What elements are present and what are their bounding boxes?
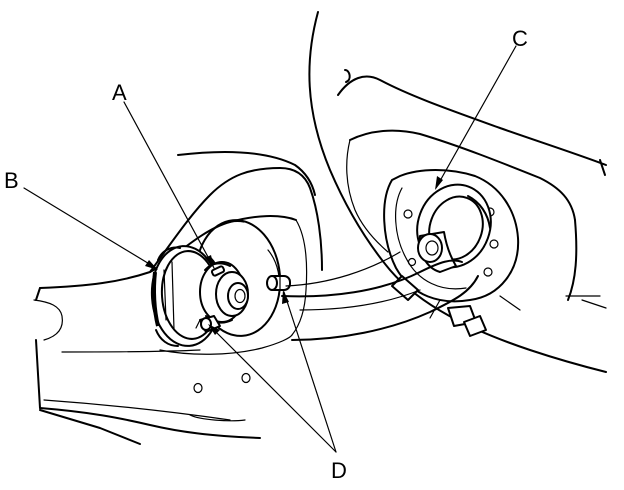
filler-neck-ring: [199, 261, 249, 324]
callout-label-c: C: [512, 26, 528, 51]
leader-lines: [23, 45, 517, 453]
inner-panel: [308, 11, 607, 373]
callout-label-a: A: [112, 80, 127, 105]
retaining-clip-right: [266, 275, 291, 291]
callout-label-d: D: [331, 458, 347, 483]
filler-neck-detail: [416, 183, 492, 273]
filler-hose: [281, 251, 479, 341]
callout-label-b: B: [4, 168, 19, 193]
